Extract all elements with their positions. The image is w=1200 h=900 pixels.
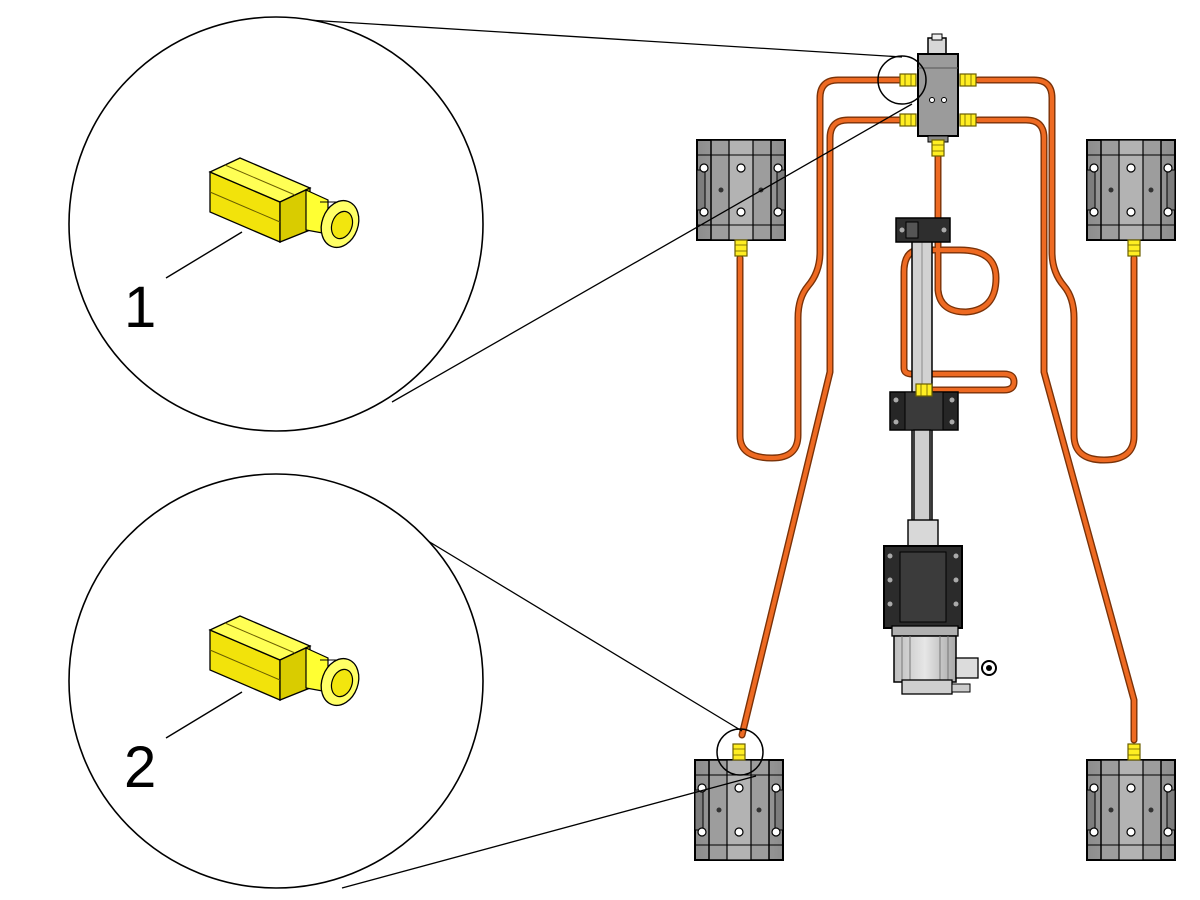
detail-circle-2 [716,728,764,776]
callout-2-number: 2 [124,735,156,800]
bearing-block-top-right [1086,139,1176,241]
linear-axis-icon [883,217,963,629]
detail-circle-1 [877,55,927,105]
callout-leaders [275,17,913,889]
bearing-block-top-left [696,139,786,241]
lubrication-distributor-icon [899,33,977,157]
callout-1-number: 1 [124,275,156,340]
lubrication-tubes [736,76,1138,744]
callout-1-pointer [165,231,243,279]
callout-2: 2 [68,473,484,889]
drive-motor-icon [891,625,997,695]
bearing-block-bottom-right [1086,759,1176,861]
callout-2-pointer [165,691,243,739]
callout-1: 1 [68,16,484,432]
